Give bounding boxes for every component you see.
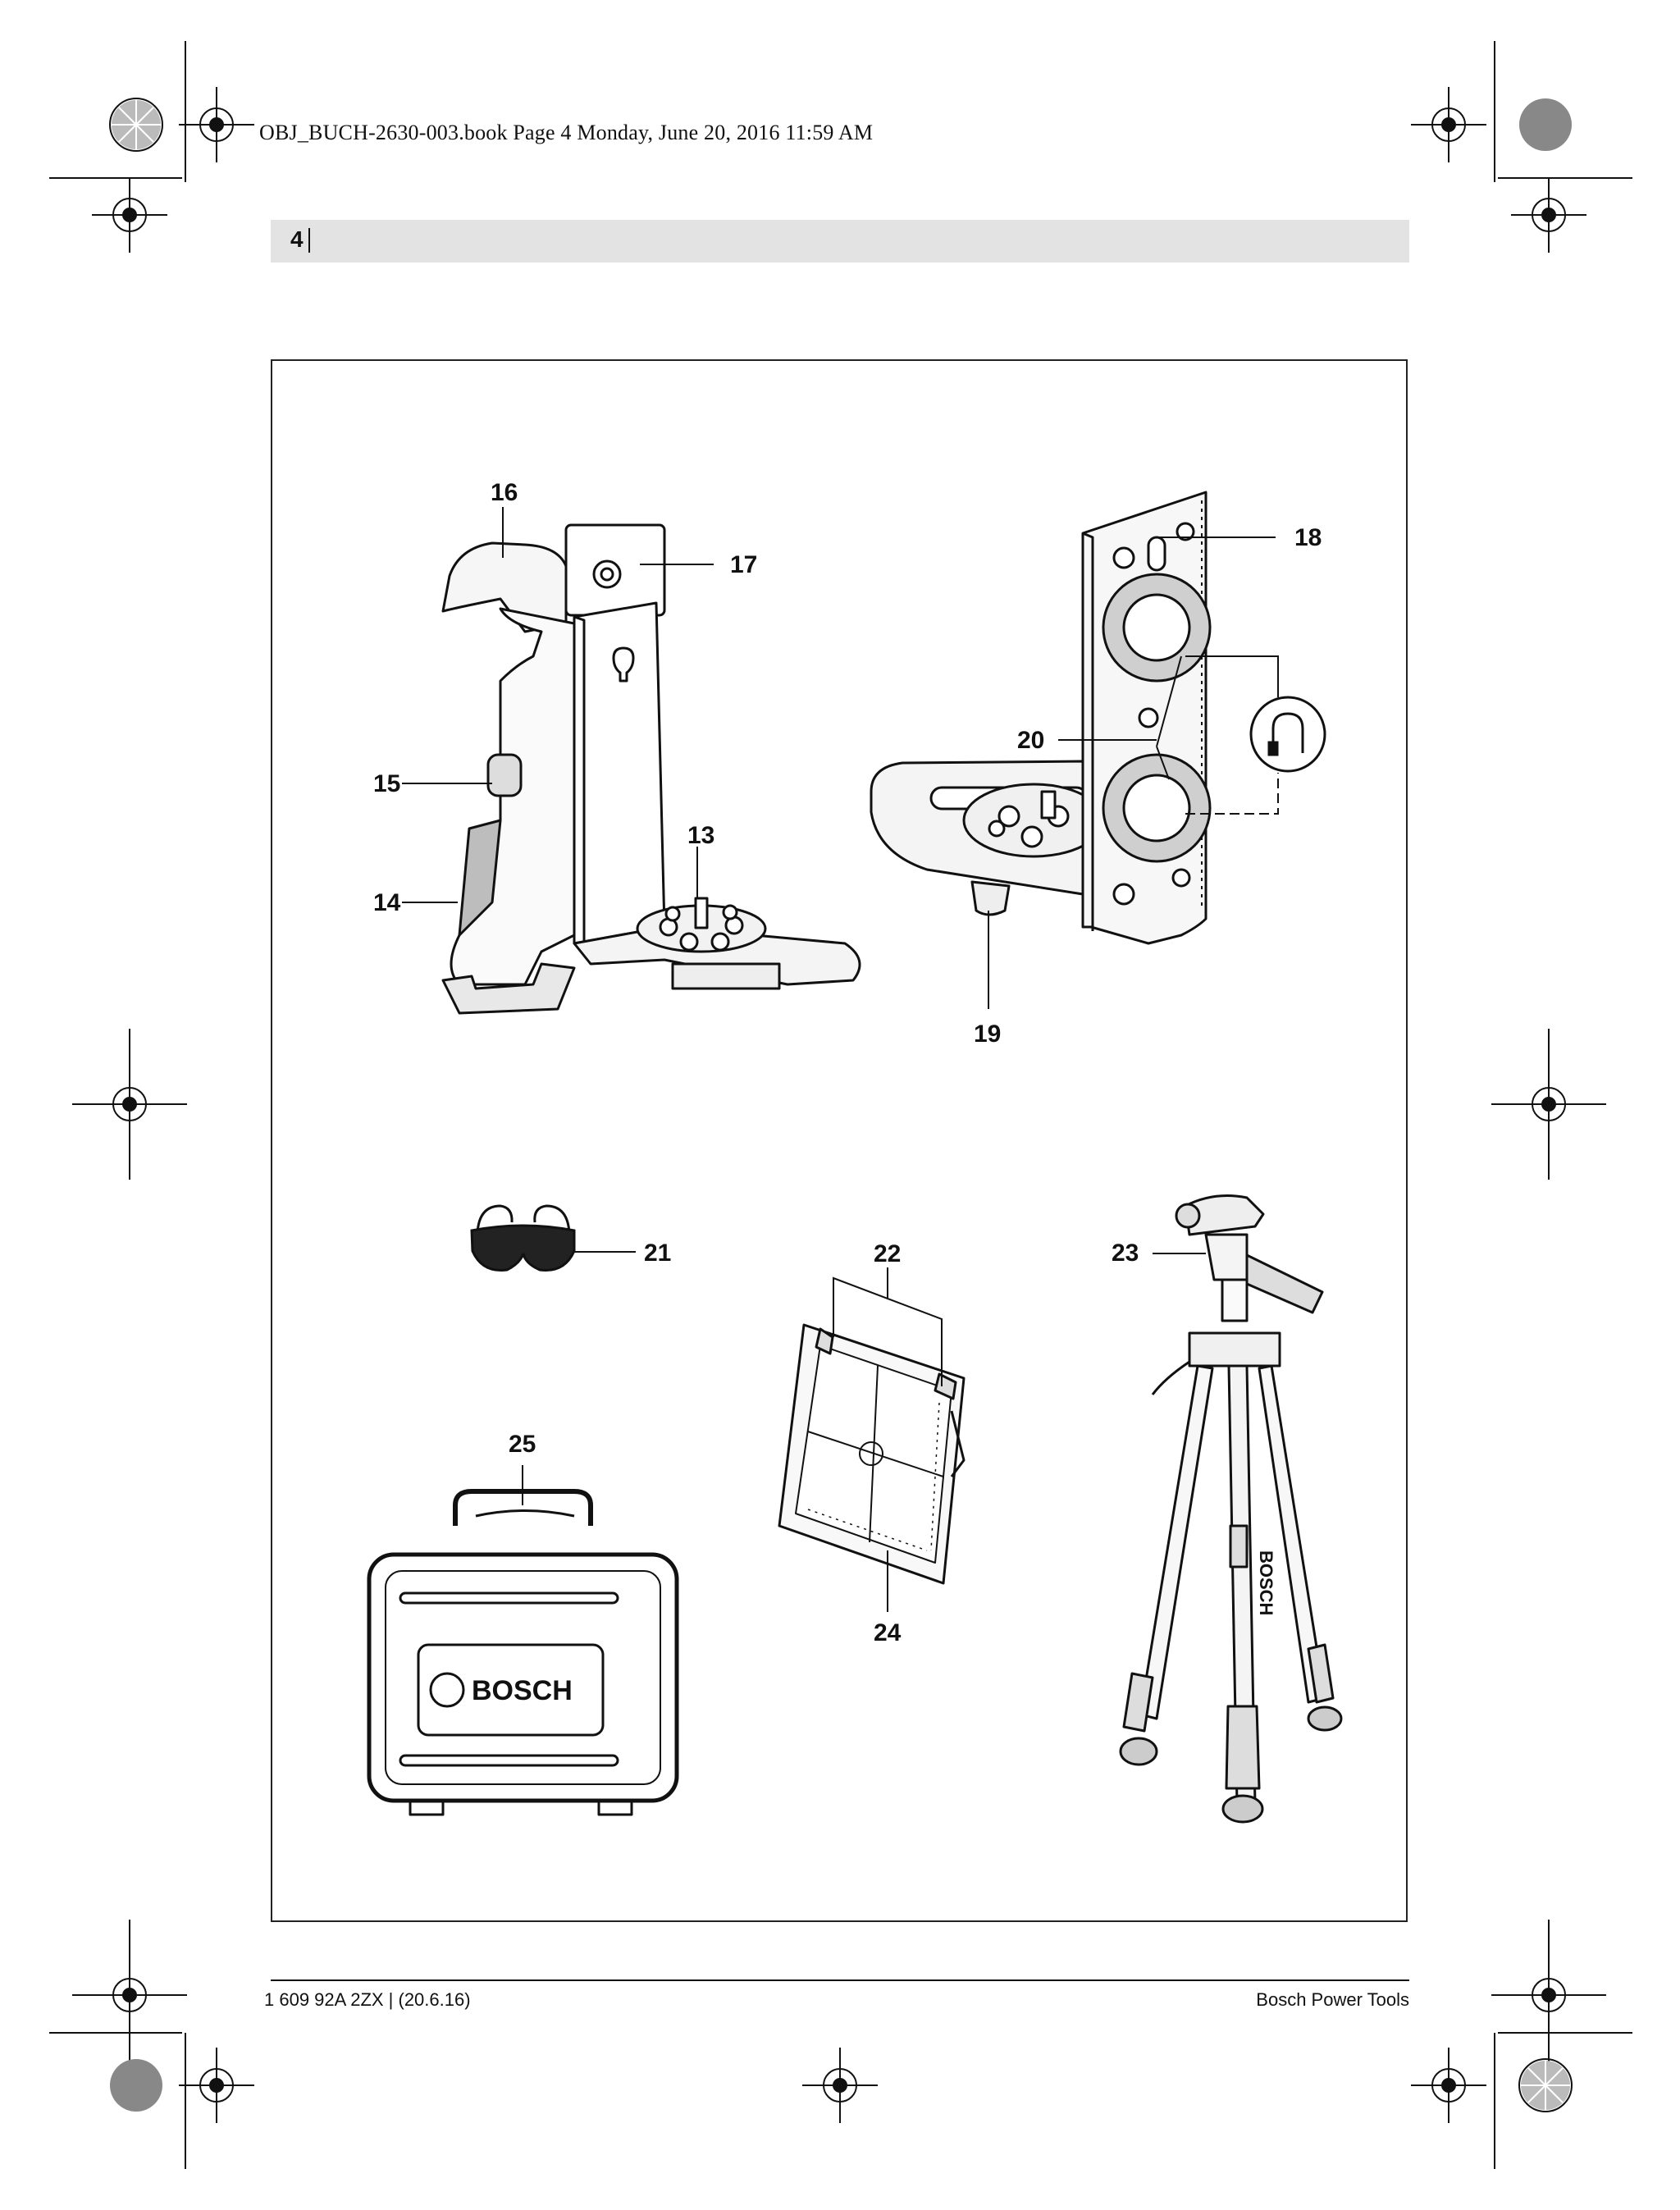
callout-21: 21	[644, 1240, 671, 1267]
callout-16: 16	[491, 479, 518, 506]
header-divider	[308, 228, 310, 253]
crop-marks	[49, 41, 1632, 2169]
footer-document-number: 1 609 92A 2ZX | (20.6.16)	[264, 1989, 471, 2010]
callout-labels: 16 17 18 15 20 13 14 19 21 22 23 25 24	[373, 479, 1322, 1646]
wall-clamp-illustration	[441, 523, 861, 1015]
callout-23: 23	[1112, 1240, 1139, 1267]
footer-rule	[271, 1979, 1409, 1981]
gray-dot-icon	[1519, 98, 1572, 151]
laser-glasses-illustration	[470, 1204, 636, 1272]
header-bar	[271, 220, 1409, 263]
callout-14: 14	[373, 889, 401, 916]
callout-24: 24	[874, 1619, 902, 1646]
callout-15: 15	[373, 770, 400, 797]
tripod-illustration: BOSCH	[1119, 1194, 1343, 1824]
callout-22: 22	[874, 1240, 901, 1267]
callout-19: 19	[974, 1021, 1001, 1048]
tripod-logo: BOSCH	[1256, 1550, 1276, 1615]
callout-20: 20	[1017, 727, 1044, 754]
footer-brand: Bosch Power Tools	[1256, 1989, 1409, 2010]
leader-lines-top	[402, 507, 1279, 1009]
slug-line: OBJ_BUCH-2630-003.book Page 4 Monday, Ju…	[259, 121, 874, 144]
callout-25: 25	[509, 1431, 536, 1458]
callout-13: 13	[687, 822, 714, 849]
carrying-case-illustration: BOSCH	[367, 1489, 679, 1816]
laser-target-plate-illustration	[778, 1323, 966, 1585]
callout-17: 17	[730, 551, 757, 578]
magnet-icon	[1249, 696, 1326, 773]
star-target-icon	[109, 98, 1573, 2112]
registration-mark-icon	[72, 87, 1606, 2123]
leader-lines-target	[833, 1253, 1206, 1612]
case-logo: BOSCH	[472, 1675, 573, 1706]
gray-dot-icon	[110, 2059, 162, 2112]
callout-18: 18	[1294, 524, 1322, 551]
figure-frame	[271, 359, 1408, 1922]
wall-mount-bracket-illustration	[870, 491, 1212, 945]
page-number: 4	[290, 226, 304, 252]
